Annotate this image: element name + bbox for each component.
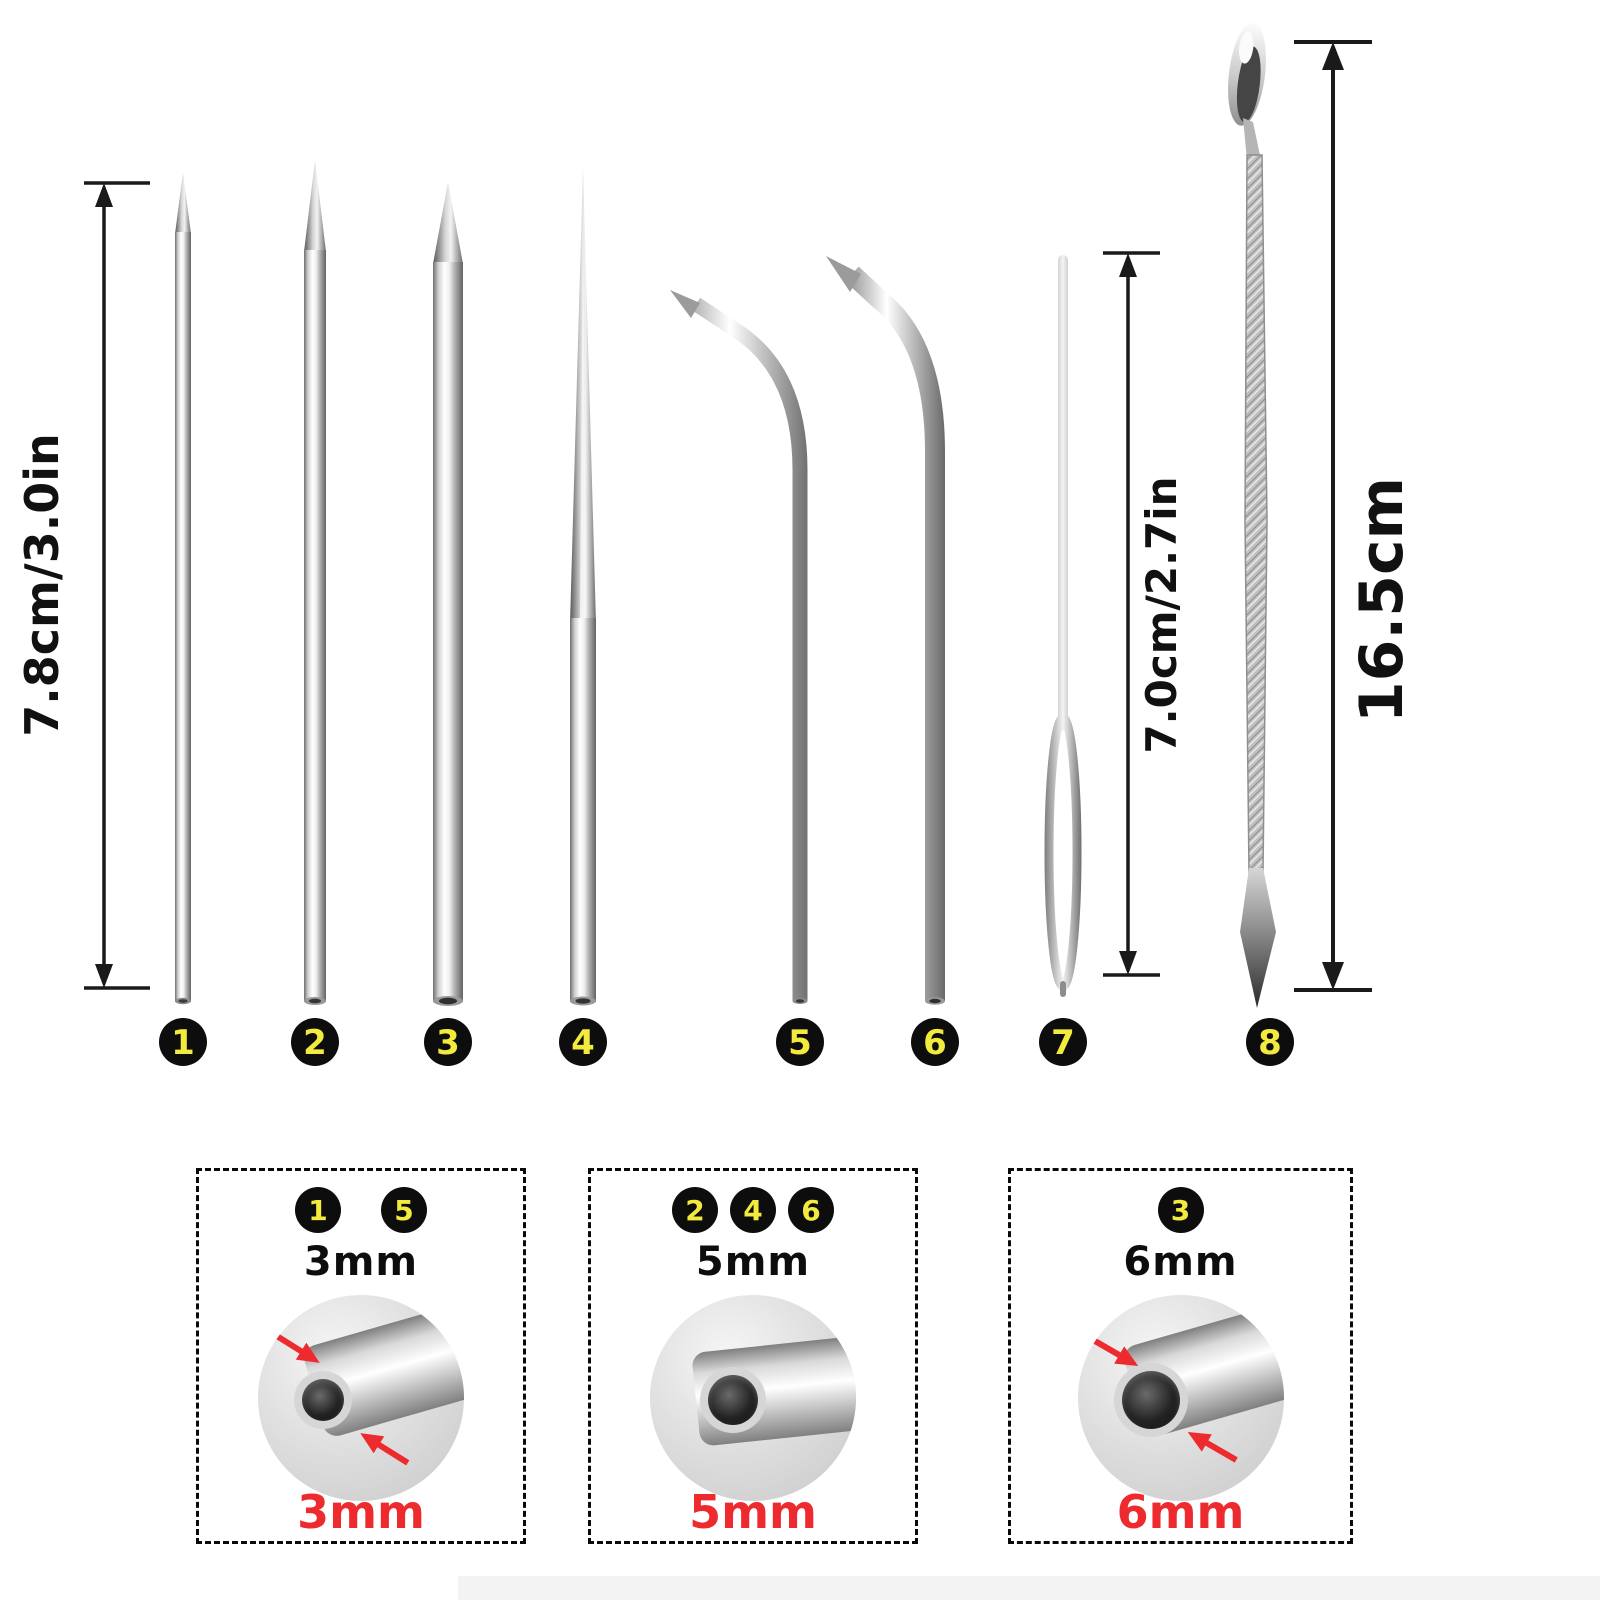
size-label: 6mm — [1123, 1239, 1238, 1285]
spec-badge: 6 — [788, 1187, 834, 1233]
spec-box-6mm-badges: 3 — [1157, 1187, 1204, 1233]
badge-3: 3 — [436, 1023, 460, 1063]
dimension-label-165: 16.5cm — [1347, 477, 1417, 723]
red-arrow-icon — [1081, 1326, 1146, 1379]
spec-badge: 5 — [381, 1187, 427, 1233]
spec-box-6mm: 3 6mm 6mm — [1008, 1168, 1353, 1544]
spec-box-3mm: 1 5 3mm 3mm — [196, 1168, 526, 1544]
spec-box-5mm-badges: 2 4 6 — [672, 1187, 834, 1233]
badge-7: 7 — [1051, 1023, 1075, 1063]
spec-box-5mm: 2 4 6 5mm 5mm — [588, 1168, 918, 1544]
needle-7-lacing-eye — [1044, 255, 1082, 997]
badge-6: 6 — [923, 1023, 947, 1063]
dimension-arrow-78 — [84, 181, 150, 990]
size-label: 5mm — [695, 1239, 811, 1285]
dimension-label-70: 7.0cm/2.7in — [1137, 476, 1186, 753]
bottom-strip — [458, 1576, 1600, 1600]
needle-3-straight — [433, 182, 463, 1006]
red-arrow-icon — [1179, 1420, 1244, 1473]
dimension-arrow-70 — [1103, 251, 1160, 977]
spec-badge: 1 — [295, 1187, 341, 1233]
badge-1: 1 — [171, 1023, 195, 1063]
bore-hole — [1121, 1371, 1180, 1429]
needle-2-straight — [304, 160, 326, 1005]
red-arrow-icon — [264, 1321, 329, 1375]
dimension-arrow-165 — [1294, 40, 1372, 992]
tool-8-double-ended-spike — [1228, 22, 1276, 1008]
bore-photo-6mm — [1077, 1295, 1284, 1501]
size-label: 3mm — [303, 1239, 419, 1285]
bore-photo-5mm — [650, 1295, 856, 1501]
needle-4-tapered-fid — [570, 166, 596, 1006]
spec-box-3mm-badges: 1 5 — [295, 1187, 427, 1233]
spec-badge: 4 — [730, 1187, 776, 1233]
red-arrow-icon — [352, 1421, 417, 1475]
badge-2: 2 — [303, 1023, 327, 1063]
dimension-label-78: 7.8cm/3.0in — [15, 433, 69, 737]
bore-label: 5mm — [689, 1485, 817, 1539]
bore-label: 6mm — [1116, 1485, 1245, 1539]
bore-label: 3mm — [297, 1485, 425, 1539]
bore-hole — [708, 1375, 758, 1425]
needle-5-bent — [670, 290, 808, 1004]
badge-8: 8 — [1258, 1023, 1282, 1063]
badge-5: 5 — [788, 1023, 812, 1063]
spec-badge: 2 — [672, 1187, 718, 1233]
tool-number-badges: 1 2 3 4 5 6 7 8 — [159, 1018, 1294, 1066]
bore-photo-3mm — [258, 1295, 464, 1501]
bore-hole — [302, 1379, 344, 1421]
needle-6-bent — [826, 256, 945, 1005]
needle-1-straight — [175, 172, 191, 1005]
spec-badge: 3 — [1157, 1187, 1204, 1233]
badge-4: 4 — [571, 1023, 595, 1063]
tools-illustration: 7.8cm/3.0in 7.0cm/2.7in 16.5cm 1 2 3 — [15, 22, 1417, 1066]
